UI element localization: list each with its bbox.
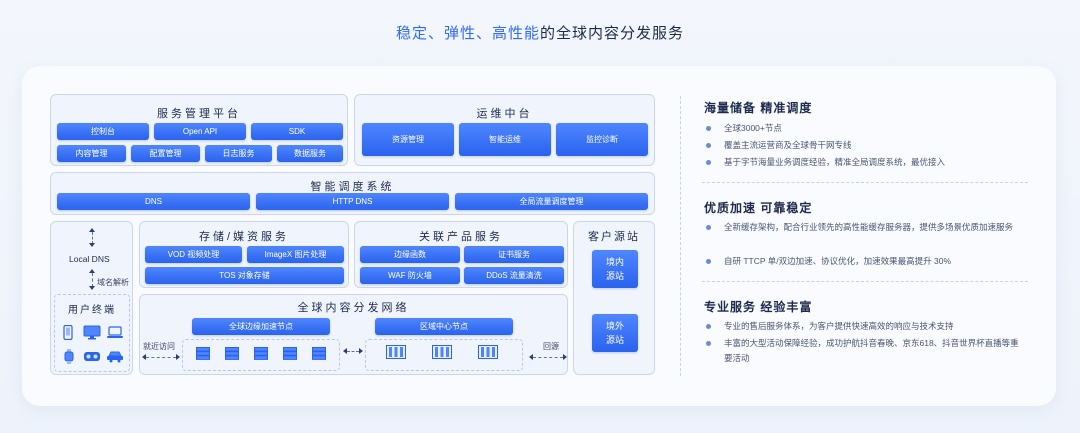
imagex-button[interactable]: ImageX 图片处理 <box>247 246 344 263</box>
headline-rest: 的全球内容分发服务 <box>540 25 685 42</box>
feature-separator-1 <box>702 182 1028 183</box>
related-products-title: 关联产品服务 <box>419 231 503 243</box>
tos-button[interactable]: TOS 对象存储 <box>145 267 344 284</box>
user-terminal-title: 用户终端 <box>68 305 116 316</box>
regional-server-icon-2 <box>432 345 452 359</box>
service-management-panel: 服务管理平台 控制台 Open API SDK 内容管理 配置管理 日志服务 数… <box>50 94 348 166</box>
regional-server-icon-3 <box>478 345 498 359</box>
storage-panel: 存储/媒资服务 VOD 视频处理 ImageX 图片处理 TOS 对象存储 <box>139 221 349 288</box>
origin-panel: 客户源站 境内 源站 境外 源站 <box>573 221 655 375</box>
headline-accent: 稳定、弹性、高性能 <box>395 25 540 42</box>
feature-item-2-2: 自研 TTCP 单/双边加速、协议优化，加速效果最高提升 30% <box>706 254 1026 269</box>
ops-title: 运维中台 <box>476 108 533 120</box>
edge-function-button[interactable]: 边缘函数 <box>360 246 460 263</box>
nearby-access-label: 就近访问 <box>143 342 175 351</box>
page-headline: 稳定、弹性、高性能的全球内容分发服务 <box>0 22 1080 43</box>
overseas-origin-button[interactable]: 境外 源站 <box>592 314 638 352</box>
regional-server-icon-1 <box>386 345 406 359</box>
scheduling-title: 智能调度系统 <box>310 181 395 193</box>
feature-divider <box>680 96 681 376</box>
feature-item-1-3: 基于字节海量业务调度经验，精准全局调度系统，最优接入 <box>706 155 1026 170</box>
config-management-button[interactable]: 配置管理 <box>131 145 200 162</box>
smart-ops-button[interactable]: 智能运维 <box>459 123 551 156</box>
local-dns-label: Local DNS <box>69 254 110 264</box>
regional-node-group <box>365 339 523 371</box>
scheduling-panel: 智能调度系统 DNS HTTP DNS 全局流量调度管理 <box>50 172 655 215</box>
global-traffic-button[interactable]: 全局流量调度管理 <box>455 193 648 210</box>
storage-title: 存储/媒资服务 <box>198 231 290 243</box>
vr-headset-icon <box>84 352 100 361</box>
sdk-button[interactable]: SDK <box>251 123 343 140</box>
cdn-network-title: 全球内容分发网络 <box>297 302 410 314</box>
feature-item-2-1: 全新缓存架构，配合行业领先的高性能缓存服务器，提供多场景优质加速服务 <box>706 220 1026 235</box>
phone-icon <box>63 325 73 340</box>
vod-button[interactable]: VOD 视频处理 <box>145 246 242 263</box>
resource-management-button[interactable]: 资源管理 <box>362 123 454 156</box>
laptop-icon <box>107 326 123 338</box>
dns-button[interactable]: DNS <box>57 193 250 210</box>
related-products-panel: 关联产品服务 边缘函数 证书服务 WAF 防火墙 DDoS 流量清洗 <box>354 221 568 288</box>
feature-title-2: 优质加速 可靠稳定 <box>704 201 813 215</box>
edge-server-icon-1 <box>196 347 210 360</box>
edge-server-icon-4 <box>283 347 297 360</box>
regional-node-button[interactable]: 区域中心节点 <box>375 318 513 335</box>
feature-item-1-1: 全球3000+节点 <box>706 121 1026 136</box>
edge-server-icon-3 <box>254 347 268 360</box>
feature-separator-2 <box>702 281 1028 282</box>
waf-button[interactable]: WAF 防火墙 <box>360 267 460 284</box>
edge-node-button[interactable]: 全球边缘加速节点 <box>192 318 330 335</box>
data-service-button[interactable]: 数据服务 <box>277 145 343 162</box>
edge-server-icon-2 <box>225 347 239 360</box>
feature-item-3-2: 丰富的大型活动保障经验，成功护航抖音春晚、京东618、抖音世界杯直播等重要活动 <box>706 336 1026 366</box>
content-management-button[interactable]: 内容管理 <box>57 145 126 162</box>
car-icon <box>107 351 123 363</box>
back-to-origin-label: 回源 <box>543 342 559 351</box>
user-terminal-box: 用户终端 <box>54 294 130 372</box>
ddos-button[interactable]: DDoS 流量清洗 <box>464 267 564 284</box>
monitor-icon <box>83 325 101 340</box>
cert-service-button[interactable]: 证书服务 <box>464 246 564 263</box>
monitor-diagnose-button[interactable]: 监控诊断 <box>556 123 648 156</box>
log-service-button[interactable]: 日志服务 <box>205 145 272 162</box>
service-management-title: 服务管理平台 <box>157 108 241 120</box>
cdn-network-panel: 全球内容分发网络 全球边缘加速节点 区域中心节点 就近访问 回源 <box>139 294 568 375</box>
edge-node-group <box>182 339 340 371</box>
client-panel: Local DNS 域名解析 用户终端 <box>50 221 133 375</box>
ops-panel: 运维中台 资源管理 智能运维 监控诊断 <box>354 94 655 166</box>
origin-title: 客户源站 <box>588 231 640 243</box>
http-dns-button[interactable]: HTTP DNS <box>256 193 449 210</box>
feature-title-3: 专业服务 经验丰富 <box>704 300 813 314</box>
feature-item-3-1: 专业的售后服务体系，为客户提供快速高效的响应与技术支持 <box>706 319 1026 334</box>
feature-item-1-2: 覆盖主流运营商及全球骨干网专线 <box>706 138 1026 153</box>
open-api-button[interactable]: Open API <box>154 123 246 140</box>
domain-resolve-label: 域名解析 <box>97 278 129 287</box>
edge-server-icon-5 <box>312 347 326 360</box>
watch-icon <box>64 349 74 364</box>
domestic-origin-button[interactable]: 境内 源站 <box>592 250 638 288</box>
feature-title-1: 海量储备 精准调度 <box>704 101 813 115</box>
console-button[interactable]: 控制台 <box>57 123 149 140</box>
